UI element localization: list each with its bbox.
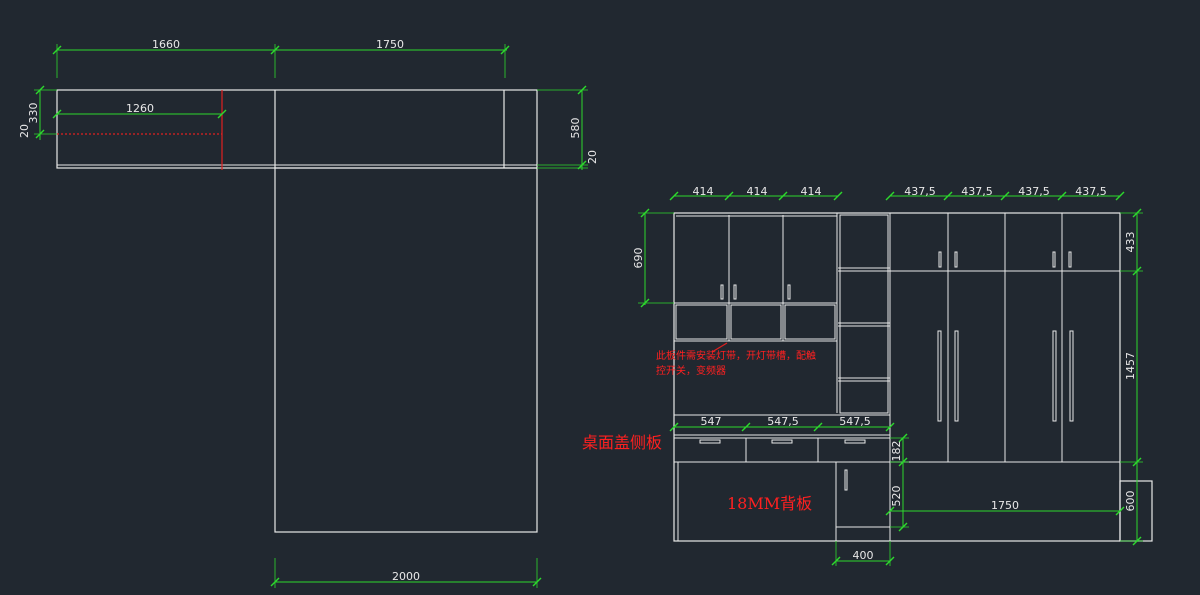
- dim-20-right: 20: [586, 150, 599, 164]
- led-note-line1: 此板件需安装灯带，开灯带槽，配触: [656, 349, 816, 362]
- elevation-outline: [673, 212, 1121, 542]
- dim-600: 600: [1124, 491, 1137, 512]
- dim-1457: 1457: [1124, 352, 1137, 380]
- wardrobe-handle: [937, 330, 942, 422]
- dim-547: 547: [701, 415, 722, 428]
- dim-433: 433: [1124, 232, 1137, 253]
- wardrobe-handle: [1052, 330, 1057, 422]
- handle: [787, 284, 791, 300]
- handle: [720, 284, 724, 300]
- annotation-leader: [711, 342, 728, 353]
- dim-547-5-a: 547,5: [767, 415, 799, 428]
- open-shelf-column: [839, 214, 889, 414]
- dim-1660: 1660: [152, 38, 180, 51]
- dim-20-left: 20: [18, 124, 31, 138]
- dim-1260: 1260: [126, 102, 154, 115]
- dim-437-3: 437,5: [1018, 185, 1050, 198]
- elevation-view: 414 414 414 437,5 437,5 437,5 437,5 690 …: [582, 185, 1153, 566]
- wardrobe-handle: [1069, 330, 1074, 422]
- dim-414-2: 414: [747, 185, 768, 198]
- dim-182: 182: [890, 441, 903, 462]
- handle: [733, 284, 737, 300]
- back-panel-note: 18MM背板: [727, 494, 812, 513]
- dim-437-4: 437,5: [1075, 185, 1107, 198]
- dim-400: 400: [853, 549, 874, 562]
- dim-330: 330: [27, 103, 40, 124]
- desk-cabinet-handle: [844, 469, 848, 491]
- dim-437-1: 437,5: [904, 185, 936, 198]
- dim-1750-top: 1750: [376, 38, 404, 51]
- dim-414-1: 414: [693, 185, 714, 198]
- dim-2000: 2000: [392, 570, 420, 583]
- dim-547-5-b: 547,5: [839, 415, 871, 428]
- dim-1750-base: 1750: [991, 499, 1019, 512]
- desk-side-note: 桌面盖侧板: [582, 433, 662, 452]
- dim-690: 690: [632, 248, 645, 269]
- plan-view: 1660 1750 1260 330 20 580 20 2000: [18, 38, 599, 588]
- plan-bed-outline: [274, 167, 538, 533]
- dim-414-3: 414: [801, 185, 822, 198]
- dim-520: 520: [890, 486, 903, 507]
- dim-437-2: 437,5: [961, 185, 993, 198]
- wardrobe-handle: [954, 330, 959, 422]
- dim-580: 580: [569, 118, 582, 139]
- led-note-line2: 控开关，变频器: [656, 364, 726, 377]
